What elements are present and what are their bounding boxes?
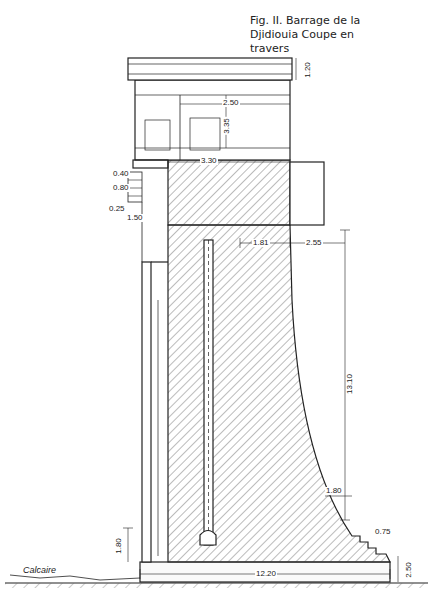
dimension-label: 12.20 [255,570,277,578]
dimension-label: 1.80 [115,537,123,555]
dimension-label: 1.81 [252,239,270,247]
dimension-label: 2.50 [405,561,413,579]
dimension-label: 1.20 [304,61,312,79]
dimension-label: 0.80 [112,184,130,192]
figure-title: Fig. II. Barrage de la Djidiouia Coupe e… [250,14,368,55]
dimension-label: 2.55 [305,239,323,247]
dimension-label: 3.30 [200,157,218,165]
dimension-label: 0.40 [112,170,130,178]
dimension-label: 1.80 [325,487,343,495]
dimension-label: 0.75 [374,528,392,536]
dimension-label: 3.35 [223,117,231,135]
dimension-label: 13.10 [346,373,354,395]
ground-label: Calcaire [22,566,57,575]
dimension-label: 1.50 [126,214,144,222]
dimension-label: 2.50 [222,99,240,107]
dimension-label: 0.25 [108,205,126,213]
